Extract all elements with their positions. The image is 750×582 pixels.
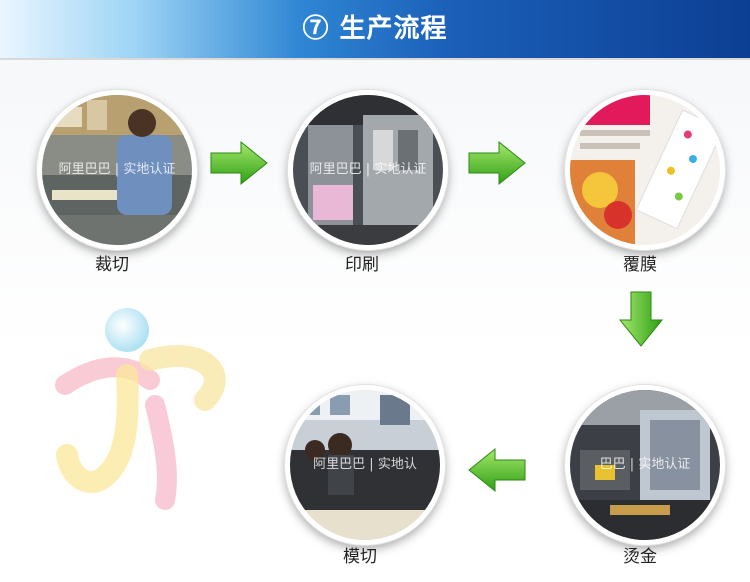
green-arrow-right-icon (210, 140, 268, 186)
watermark-text: 巴巴 | 实地认证 (599, 457, 691, 472)
step-label-printing: 印刷 (345, 255, 379, 275)
printing-photo-icon (293, 95, 443, 245)
step-label-laminating: 覆膜 (623, 255, 657, 275)
step-photo-cutting: 阿里巴巴 | 实地认证 (37, 90, 197, 250)
step-photo-laminating (565, 90, 725, 250)
laminating-photo-icon (570, 95, 720, 245)
watermark-text: 阿里巴巴 | 实地认 (313, 457, 417, 472)
decorative-logo-icon (55, 308, 226, 510)
die-cutting-photo-icon (290, 390, 440, 540)
step-label-die-cutting: 模切 (343, 547, 377, 567)
cutting-photo-icon (42, 95, 192, 245)
step-label-cutting: 裁切 (95, 255, 129, 275)
watermark-text: 阿里巴巴 | 实地认证 (309, 162, 427, 177)
hot-stamping-photo-icon (570, 390, 720, 540)
green-arrow-left-icon (468, 447, 526, 493)
step-photo-hot-stamping: 巴巴 | 实地认证 (565, 385, 725, 545)
green-arrow-down-icon (618, 291, 664, 347)
header-banner: ⑦ 生产流程 (0, 0, 750, 60)
watermark-text: 阿里巴巴 | 实地认证 (58, 162, 176, 177)
step-photo-die-cutting: 阿里巴巴 | 实地认 (285, 385, 445, 545)
step-label-hot-stamping: 烫金 (623, 547, 657, 567)
page-title: ⑦ 生产流程 (302, 14, 448, 44)
green-arrow-right-icon (468, 140, 526, 186)
step-photo-printing: 阿里巴巴 | 实地认证 (288, 90, 448, 250)
